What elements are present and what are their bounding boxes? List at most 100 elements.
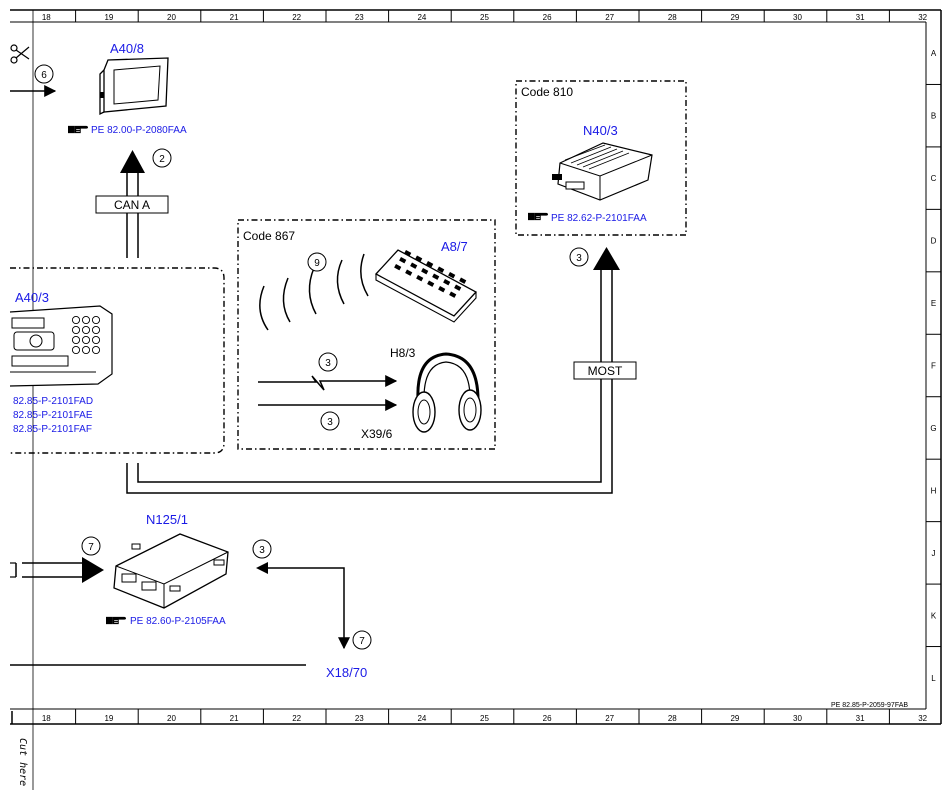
remote-key	[426, 261, 434, 268]
keypad-button	[81, 315, 91, 325]
svg-text:3: 3	[325, 358, 331, 369]
marker-3-ir	[318, 352, 338, 372]
keypad-button	[91, 335, 101, 345]
can-a-label: CAN A	[114, 198, 150, 212]
column-label-30: 30	[793, 13, 802, 22]
remote-key	[410, 262, 418, 269]
a40-3-ref-1: 82.85-P-2101FAD	[13, 396, 93, 407]
column-label-26: 26	[543, 714, 552, 723]
keypad	[71, 315, 101, 355]
ir-link-arrow	[258, 375, 398, 391]
code-867-box: Code 867 A8/7 9 H8/3 3 3	[237, 219, 496, 450]
remote-key	[394, 264, 402, 271]
column-label-25: 25	[480, 714, 489, 723]
column-label-27: 27	[605, 13, 614, 22]
column-label-21: 21	[230, 714, 239, 723]
pointing-hand-icon	[68, 125, 88, 134]
most-label: MOST	[588, 364, 623, 378]
drawing-frame	[10, 9, 942, 790]
can-a-bus: CAN A	[95, 150, 169, 258]
remote-key	[437, 266, 445, 273]
svg-text:9: 9	[314, 258, 320, 269]
marker-6	[34, 64, 54, 84]
radio-head-unit-icon	[9, 305, 113, 387]
cut-here-label: Cut here	[17, 738, 28, 786]
row-label-H: H	[931, 486, 937, 495]
remote-key	[449, 291, 457, 298]
control-unit-icon	[552, 142, 653, 201]
row-label-J: J	[932, 549, 936, 558]
keypad-button	[81, 335, 91, 345]
row-label-L: L	[931, 674, 936, 683]
remote-key	[427, 280, 435, 287]
column-label-18: 18	[42, 714, 51, 723]
keypad-button	[71, 345, 81, 355]
scissors-icon	[10, 44, 30, 64]
code-867-label: Code 867	[243, 229, 295, 243]
marker-7-in	[81, 536, 101, 556]
headphones-icon	[412, 352, 482, 433]
column-label-27: 27	[605, 714, 614, 723]
svg-text:3: 3	[259, 545, 265, 556]
svg-text:7: 7	[359, 636, 365, 647]
n40-3-ref: PE 82.62-P-2101FAA	[551, 213, 647, 224]
a40-8-label: A40/8	[110, 41, 144, 56]
a40-3-label: A40/3	[15, 290, 49, 305]
remote-key	[459, 277, 467, 284]
marker-2	[152, 148, 172, 168]
svg-text:6: 6	[41, 70, 47, 81]
remote-key	[443, 279, 451, 286]
h8-3-label: H8/3	[390, 346, 416, 360]
keypad-button	[71, 315, 81, 325]
marker-3-n125	[252, 539, 272, 559]
code-810-box: Code 810 N40/3 PE 82.62-P-2101FAA	[515, 80, 687, 236]
remote-key	[438, 286, 446, 293]
ir-signal-waves	[259, 253, 369, 331]
document-reference: PE 82.85-P-2059-97FAB	[831, 702, 908, 709]
remote-control-icon	[374, 249, 478, 323]
column-label-28: 28	[668, 714, 677, 723]
column-label-32: 32	[918, 13, 927, 22]
remote-key	[421, 268, 429, 275]
keypad-button	[81, 325, 91, 335]
row-label-C: C	[931, 174, 937, 183]
column-label-20: 20	[167, 13, 176, 22]
marker-7-out	[352, 630, 372, 650]
column-label-19: 19	[104, 13, 113, 22]
keypad-button	[71, 325, 81, 335]
marker-9	[307, 252, 327, 272]
module-box-icon	[113, 533, 229, 609]
keypad-button	[81, 345, 91, 355]
svg-text:2: 2	[159, 154, 165, 165]
row-label-A: A	[931, 49, 937, 58]
remote-key	[448, 272, 456, 279]
column-label-22: 22	[292, 714, 301, 723]
remote-key	[432, 273, 440, 280]
remote-keys	[394, 249, 467, 298]
remote-key	[454, 284, 462, 291]
column-label-24: 24	[417, 13, 426, 22]
remote-key	[416, 275, 424, 282]
row-label-F: F	[931, 362, 936, 371]
column-label-32: 32	[918, 714, 927, 723]
svg-text:3: 3	[576, 253, 582, 264]
marker-3-most	[569, 247, 589, 267]
keypad-button	[71, 335, 81, 345]
keypad-button	[91, 325, 101, 335]
pointing-hand-icon	[106, 616, 126, 625]
column-label-29: 29	[730, 13, 739, 22]
column-label-22: 22	[292, 13, 301, 22]
column-label-31: 31	[856, 13, 865, 22]
remote-key	[405, 269, 413, 276]
svg-text:3: 3	[327, 417, 333, 428]
n40-3-label: N40/3	[583, 123, 618, 138]
display-device-icon	[99, 57, 169, 116]
keypad-button	[91, 345, 101, 355]
a40-3-ref-3: 82.85-P-2101FAF	[13, 424, 92, 435]
row-label-G: G	[930, 424, 936, 433]
column-label-29: 29	[730, 714, 739, 723]
column-label-31: 31	[856, 714, 865, 723]
